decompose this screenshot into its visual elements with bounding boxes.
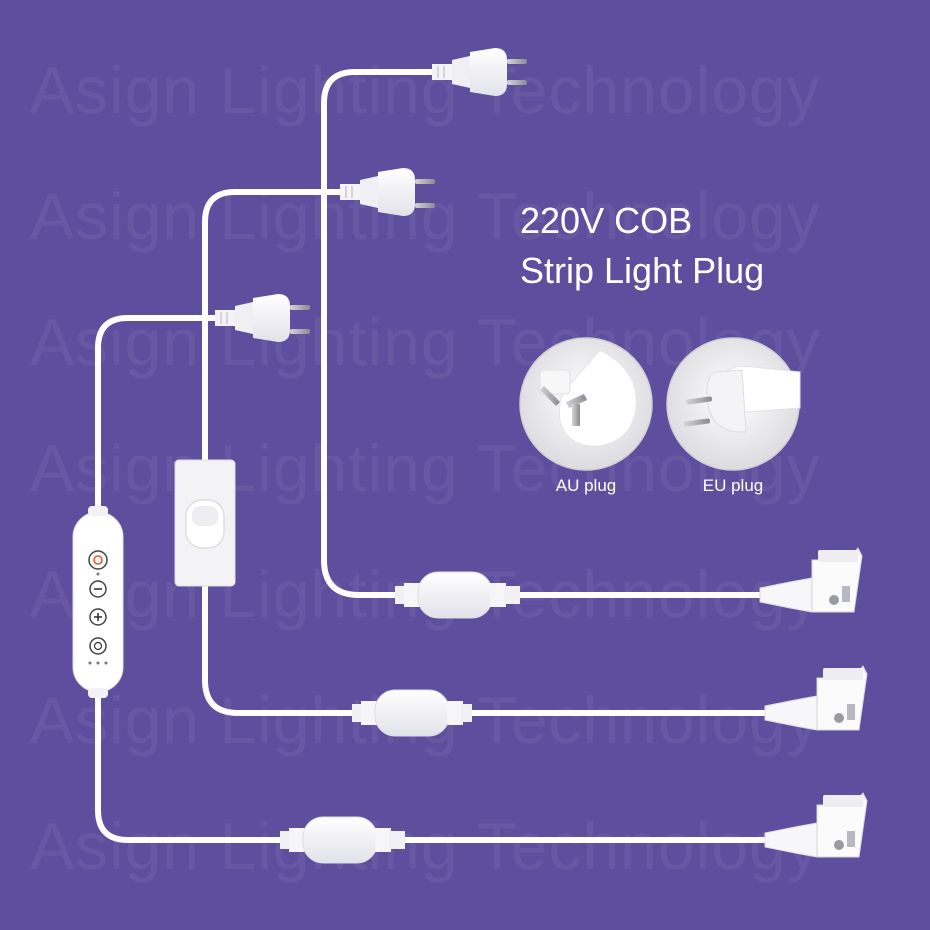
eu-plug-icon bbox=[666, 337, 801, 471]
watermark-row: Asign Lighting Technology bbox=[30, 179, 821, 253]
cable-2 bbox=[202, 189, 768, 716]
cable-1 bbox=[321, 69, 763, 598]
heading-line-1: 220V COB bbox=[520, 200, 693, 241]
au-plug-label: AU plug bbox=[555, 476, 617, 495]
strip-connector-2 bbox=[764, 665, 868, 731]
watermark-row: Asign Lighting Technology bbox=[30, 53, 821, 127]
strip-connector-3 bbox=[764, 792, 868, 858]
watermark-row: Asign Lighting Technology bbox=[30, 809, 821, 883]
au-plug-icon bbox=[519, 337, 653, 471]
eu-plug-head-3 bbox=[215, 294, 310, 342]
cable-3 bbox=[95, 315, 768, 843]
inline-switch bbox=[174, 459, 236, 587]
eu-plug-head-1 bbox=[432, 48, 527, 96]
heading-line-2: Strip Light Plug bbox=[520, 250, 765, 291]
rectifier-box-3 bbox=[280, 816, 405, 864]
rectifier-box-2 bbox=[352, 689, 472, 737]
product-heading: 220V COB Strip Light Plug bbox=[520, 196, 764, 296]
dimmer-controller bbox=[72, 506, 124, 698]
eu-plug-label: EU plug bbox=[702, 476, 764, 495]
strip-connector-1 bbox=[759, 547, 863, 613]
eu-plug-head-2 bbox=[340, 168, 435, 216]
rectifier-box-1 bbox=[395, 571, 520, 619]
